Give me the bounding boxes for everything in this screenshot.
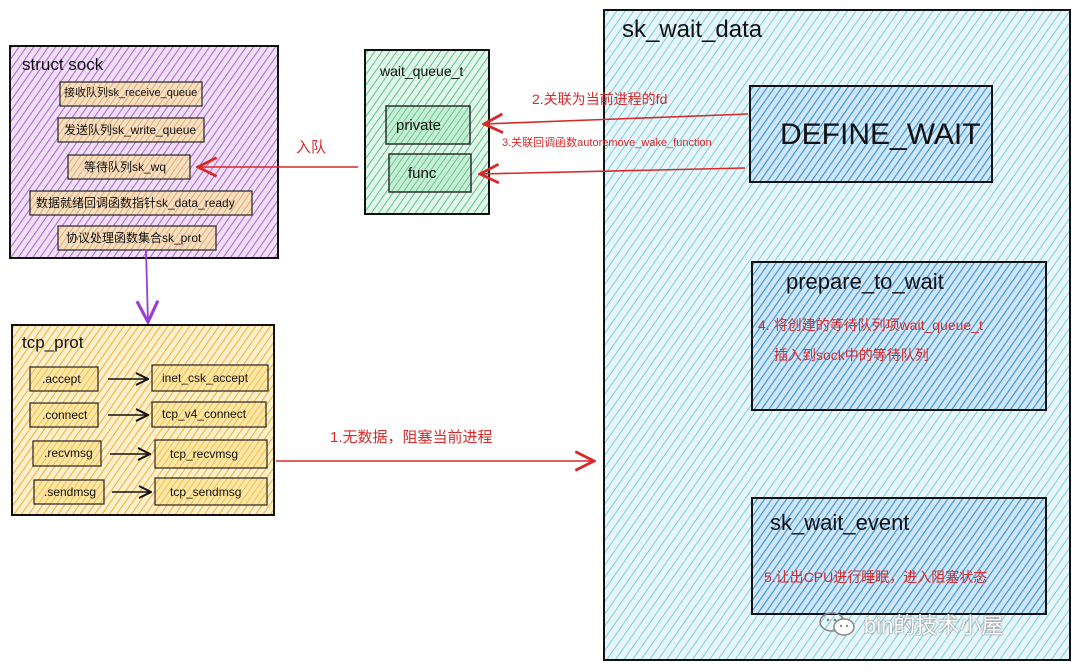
enqueue-label: 入队 [296,139,327,156]
sk-wait-event-title: sk_wait_event [770,510,910,535]
watermark-text: bin的技术小屋 [864,613,1004,638]
sock-item-prot-box [57,225,217,251]
sock-item-receive: 接收队列sk_receive_queue [64,87,198,99]
tcp-prot-right-box-1 [151,401,267,428]
tcp-prot-left-2: .recvmsg [44,446,93,460]
sock-item-data-ready: 数据就绪回调函数指针sk_data_ready [36,196,235,210]
prepare-to-wait-box [751,261,1047,411]
sock-item-write: 发送队列sk_write_queue [64,123,197,137]
watermark: bin的技术小屋 [818,608,1003,640]
sock-item-receive-box [59,81,203,107]
sock-item-prot: 协议处理函数集合sk_prot [66,231,202,245]
tcp-prot-right-box-0 [151,364,269,392]
step-1-label: 1.无数据，阻塞当前进程 [330,429,493,446]
tcp-prot-title: tcp_prot [22,333,84,352]
tcp-prot-left-1: .connect [42,408,88,422]
prepare-step-4-line2: 插入到sock中的等待队列 [774,347,929,363]
arrow-callback-link [480,168,746,174]
define-wait-label: DEFINE_WAIT [780,118,981,151]
wait-queue-t-title: wait_queue_t [380,63,464,79]
event-step-5-text: 5.让出CPU进行睡眠，进入阻塞状态 [764,569,988,585]
sk-wait-event-box [751,497,1047,615]
tcp-prot-right-3: tcp_sendmsg [170,485,242,499]
sock-item-write-box [57,117,205,143]
define-wait-box [749,85,993,183]
tcp-prot-right-box-2 [154,439,268,469]
arrow-fd-link [484,114,749,124]
tcp-prot-right-2: tcp_recvmsg [170,447,239,461]
func-field-label: func [408,165,437,182]
tcp-prot-left-box-1 [29,402,99,428]
step-2-label: 2.关联为当前进程的fd [532,91,668,107]
sock-item-data-ready-box [29,190,253,216]
sock-item-wq: 等待队列sk_wq [84,160,167,174]
prepare-step-4-line1: 4. 将创建的等待队列项wait_queue_t [758,317,983,333]
prepare-to-wait-title: prepare_to_wait [786,269,944,294]
private-field-box [385,105,471,145]
tcp-prot-left-3: .sendmsg [44,485,97,499]
tcp-prot-left-box-0 [29,366,99,392]
tcp-prot-right-0: inet_csk_accept [162,371,249,385]
private-field-label: private [396,117,442,134]
tcp-prot-right-1: tcp_v4_connect [162,407,247,421]
tcp-prot-right-box-3 [154,477,268,506]
arrow-sk-prot [146,249,148,322]
struct-sock-title: struct sock [22,55,104,74]
struct-sock-box [9,45,279,259]
wechat-icon [818,610,858,638]
tcp-prot-left-box-2 [32,440,102,467]
tcp-prot-left-0: .accept [42,372,81,386]
sock-item-wq-box [67,154,191,180]
sk-wait-data-title: sk_wait_data [622,16,763,43]
step-3-label: 3.关联回调函数autoremove_wake_function [502,137,712,149]
func-field-box [388,153,472,193]
tcp-prot-left-box-3 [33,479,105,505]
